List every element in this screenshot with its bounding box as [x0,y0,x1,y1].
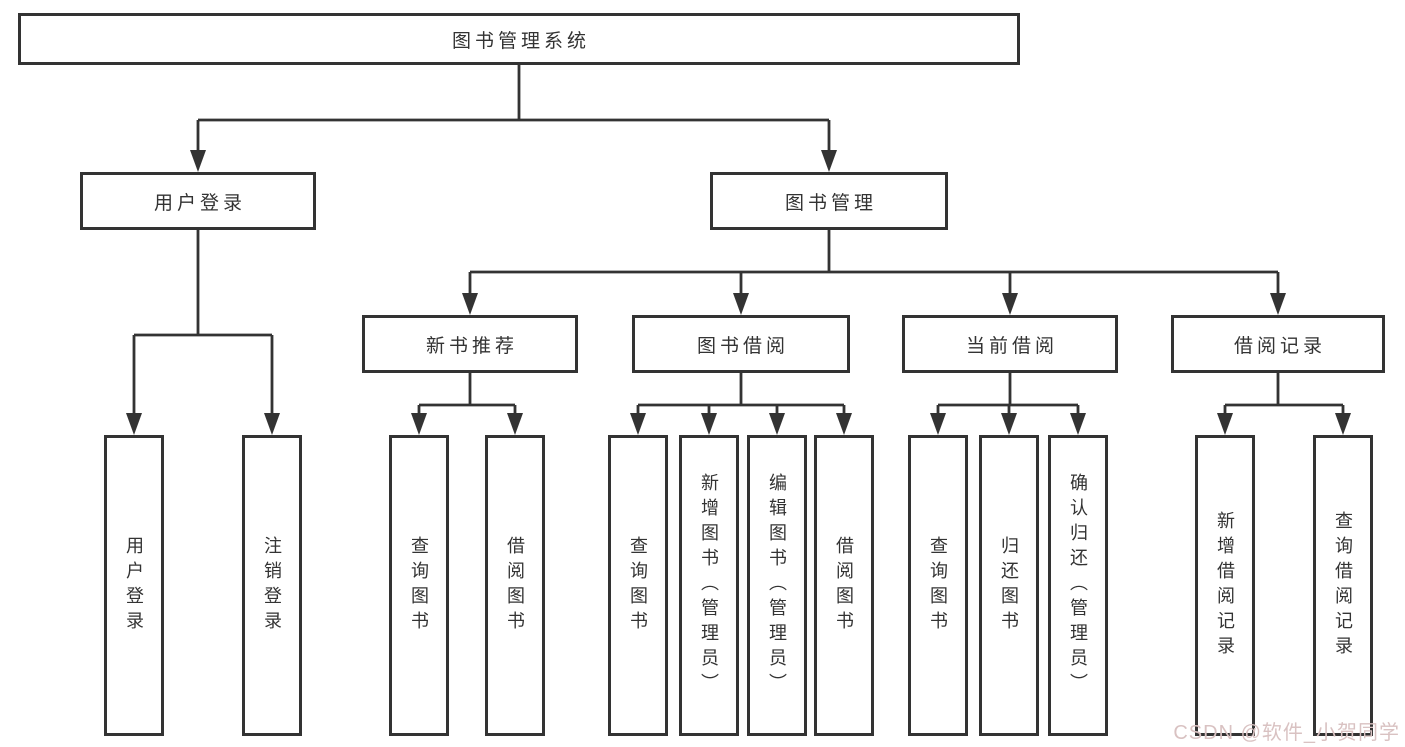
leaf-label: 编辑图书（管理员） [767,473,787,698]
node-current-borrowing-label: 当前借阅 [965,335,1058,357]
leaf-label: 查询借阅记录 [1333,510,1353,661]
leaf-query-books-current: 查询图书 [908,435,968,736]
arrowhead-icon [821,150,837,172]
arrowhead-icon [1002,293,1018,315]
arrowhead-icon [411,413,427,435]
connectors-root-to-level2 [190,65,837,172]
node-new-books: 新书推荐 [362,315,578,373]
leaf-borrow-books-newbooks: 借阅图书 [485,435,545,736]
arrowhead-icon [1335,413,1351,435]
node-root-label: 图书管理系统 [451,30,590,52]
leaf-borrow-books-borrowing: 借阅图书 [814,435,874,736]
arrowhead-icon [630,413,646,435]
leaf-label: 查询图书 [409,535,429,636]
arrowhead-icon [1001,413,1017,435]
leaf-query-borrow-record: 查询借阅记录 [1313,435,1373,736]
arrowhead-icon [507,413,523,435]
arrowhead-icon [701,413,717,435]
leaf-label: 归还图书 [999,535,1019,636]
leaf-edit-books-admin: 编辑图书（管理员） [747,435,807,736]
leaf-label: 注销登录 [262,535,282,636]
node-borrowing-records: 借阅记录 [1171,315,1385,373]
node-user-login-label: 用户登录 [153,192,246,214]
arrowhead-icon [769,413,785,435]
arrowhead-icon [126,413,142,435]
arrowhead-icon [190,150,206,172]
node-root: 图书管理系统 [18,13,1020,65]
leaf-add-books-admin: 新增图书（管理员） [679,435,739,736]
leaf-label: 查询图书 [628,535,648,636]
arrowhead-icon [930,413,946,435]
leaf-query-books-borrowing: 查询图书 [608,435,668,736]
arrowhead-icon [1070,413,1086,435]
leaf-label: 新增借阅记录 [1215,510,1235,661]
leaf-label: 确认归还（管理员） [1068,473,1088,698]
node-current-borrowing: 当前借阅 [902,315,1118,373]
node-new-books-label: 新书推荐 [425,335,518,357]
leaf-label: 借阅图书 [505,535,525,636]
leaf-confirm-return-admin: 确认归还（管理员） [1048,435,1108,736]
arrowhead-icon [1270,293,1286,315]
leaf-label: 借阅图书 [834,535,854,636]
leaf-label: 查询图书 [928,535,948,636]
node-book-management-label: 图书管理 [784,192,877,214]
connectors-new-books [411,373,523,435]
connectors-user-login [126,230,280,435]
node-book-borrowing-label: 图书借阅 [696,335,789,357]
node-book-borrowing: 图书借阅 [632,315,850,373]
connectors-current-borrowing [930,373,1086,435]
arrowhead-icon [1217,413,1233,435]
leaf-query-books-newbooks: 查询图书 [389,435,449,736]
leaf-return-books: 归还图书 [979,435,1039,736]
connectors-book-management [462,230,1286,315]
leaf-add-borrow-record: 新增借阅记录 [1195,435,1255,736]
connectors-borrowing-records [1217,373,1351,435]
node-book-management: 图书管理 [710,172,948,230]
csdn-watermark: CSDN @软件_小贺同学 [1173,722,1400,744]
arrowhead-icon [264,413,280,435]
leaf-label: 新增图书（管理员） [699,473,719,698]
arrowhead-icon [733,293,749,315]
node-user-login: 用户登录 [80,172,316,230]
arrowhead-icon [836,413,852,435]
arrowhead-icon [462,293,478,315]
leaf-logout: 注销登录 [242,435,302,736]
leaf-label: 用户登录 [124,535,144,636]
connectors-book-borrowing [630,373,852,435]
leaf-user-login: 用户登录 [104,435,164,736]
node-borrowing-records-label: 借阅记录 [1233,335,1326,357]
